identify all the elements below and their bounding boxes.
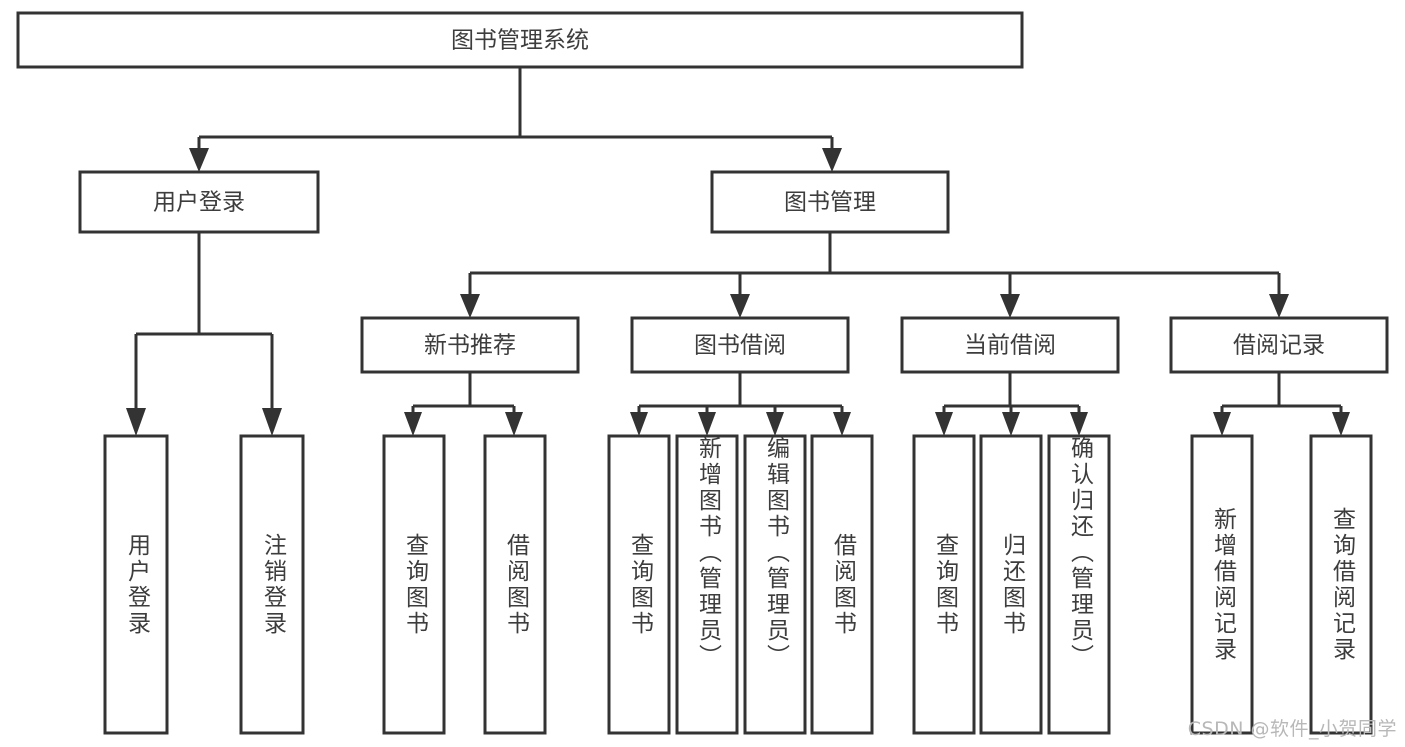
node-book-management[interactable]: 图书管理 — [710, 170, 950, 234]
leaf-node-current-confirm-return[interactable] — [1047, 434, 1111, 735]
leaf-node-borrow-borrow-book[interactable] — [810, 434, 874, 735]
node-root-label: 图书管理系统 — [451, 28, 589, 54]
connector-current-borrow-to-leaves — [935, 372, 1088, 436]
leaf-node-user-login-logout[interactable] — [239, 434, 305, 735]
node-book-borrow-label: 图书借阅 — [694, 333, 786, 359]
node-new-book-recommend[interactable]: 新书推荐 — [360, 316, 580, 374]
node-root-book-management-system[interactable]: 图书管理系统 — [16, 11, 1024, 69]
node-book-management-label: 图书管理 — [784, 190, 876, 216]
connector-book-borrow-to-leaves — [630, 372, 851, 436]
leaf-node-new-book-query[interactable] — [382, 434, 446, 735]
node-new-book-recommend-label: 新书推荐 — [424, 333, 516, 359]
leaf-node-current-return-book[interactable] — [979, 434, 1043, 735]
node-borrow-record[interactable]: 借阅记录 — [1169, 316, 1389, 374]
leaf-node-record-query[interactable] — [1309, 434, 1373, 735]
connector-new-book-to-leaves — [404, 372, 523, 436]
leaf-node-borrow-add-book[interactable] — [675, 434, 739, 735]
node-borrow-record-label: 借阅记录 — [1233, 333, 1325, 359]
leaf-node-current-query-book[interactable] — [912, 434, 976, 735]
leaf-node-new-book-borrow[interactable] — [483, 434, 547, 735]
node-user-login[interactable]: 用户登录 — [78, 170, 320, 234]
leaf-node-borrow-edit-book[interactable] — [743, 434, 807, 735]
node-user-login-label: 用户登录 — [153, 190, 245, 216]
connector-root-to-level2 — [189, 67, 842, 172]
connector-borrow-record-to-leaves — [1213, 372, 1350, 436]
leaf-node-user-login-login[interactable] — [103, 434, 169, 735]
node-current-borrow-label: 当前借阅 — [964, 333, 1056, 359]
connector-book-manage-to-level3 — [460, 232, 1289, 318]
connector-user-login-to-leaves — [126, 232, 282, 436]
leaf-node-borrow-query-book[interactable] — [607, 434, 671, 735]
node-book-borrow[interactable]: 图书借阅 — [630, 316, 850, 374]
node-current-borrow[interactable]: 当前借阅 — [900, 316, 1120, 374]
leaf-node-record-add[interactable] — [1190, 434, 1254, 735]
